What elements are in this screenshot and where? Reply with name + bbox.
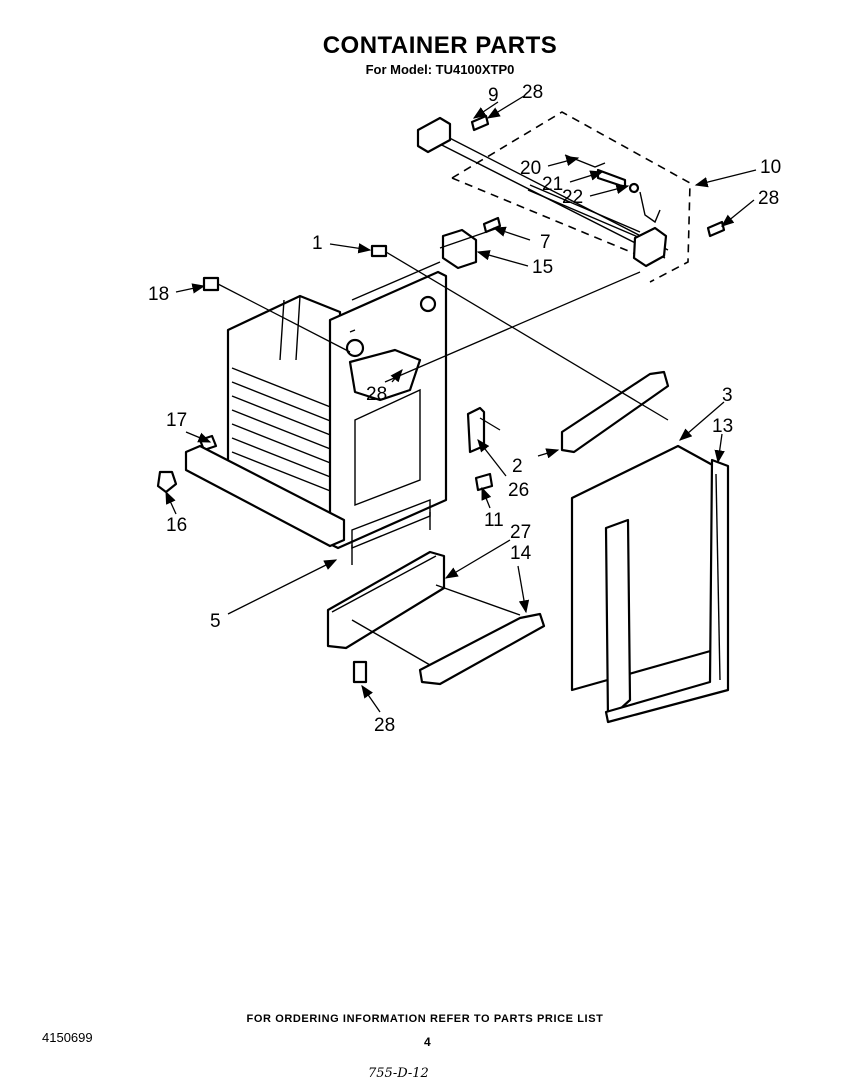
document-number: 4150699 (42, 1030, 93, 1045)
callout-5: 5 (210, 611, 221, 632)
callout-28-center: 28 (366, 384, 387, 405)
front-panel (570, 444, 720, 692)
callout-20: 20 (520, 158, 541, 179)
callout-arrows (165, 95, 757, 713)
callout-1: 1 (312, 233, 323, 254)
container-body (184, 261, 448, 565)
callout-21: 21 (542, 174, 563, 195)
callout-22: 22 (562, 187, 583, 208)
mounting-bracket (441, 228, 478, 270)
callout-13: 13 (712, 416, 733, 437)
ordering-note: FOR ORDERING INFORMATION REFER TO PARTS … (246, 1013, 604, 1025)
page-number: 4 (424, 1035, 431, 1049)
callout-17: 17 (166, 410, 187, 431)
callout-labels: 9 28 10 28 20 21 22 7 15 1 18 28 17 16 2… (148, 82, 781, 736)
callout-14: 14 (510, 543, 532, 564)
callout-7: 7 (540, 232, 551, 253)
callout-28-top: 28 (522, 82, 543, 103)
door-frame-trim (604, 458, 730, 724)
leader-lines (217, 227, 669, 431)
hardware-screws (156, 114, 726, 684)
callout-3: 3 (722, 385, 733, 406)
callout-27: 27 (510, 522, 531, 543)
model-subtitle: For Model: TU4100XTP0 (365, 62, 515, 77)
callout-26: 26 (508, 480, 529, 501)
callout-16: 16 (166, 515, 187, 536)
callout-2: 2 (512, 456, 523, 477)
lower-assembly (326, 550, 546, 686)
callout-9: 9 (488, 85, 499, 106)
callout-18: 18 (148, 284, 169, 305)
callout-15: 15 (532, 257, 553, 278)
upper-handle (560, 370, 670, 454)
callout-28-bottom: 28 (374, 715, 395, 736)
callout-11: 11 (484, 510, 504, 531)
callout-10: 10 (760, 157, 781, 178)
callout-28-right: 28 (758, 188, 779, 209)
page-title: CONTAINER PARTS (322, 32, 558, 59)
handwritten-code: 755-D-12 (368, 1066, 429, 1081)
